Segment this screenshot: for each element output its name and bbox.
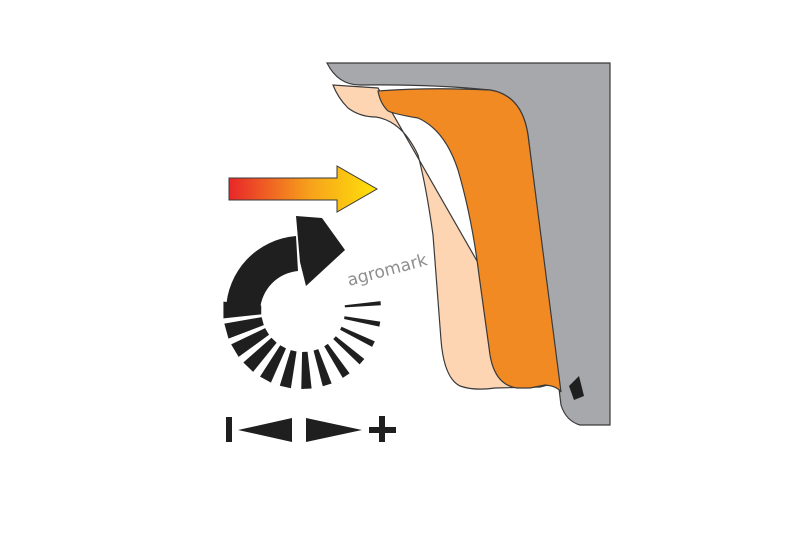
gradient-arrow-icon [228,165,379,213]
speed-segment [259,345,287,383]
left-wedge-icon [238,418,292,442]
speed-segment [224,317,264,339]
speed-segment [301,351,312,389]
minus-plus-scale-icon [226,416,396,442]
wear-layer [377,88,562,393]
speed-segment [279,350,297,389]
speed-segment [344,301,381,308]
speed-segment [333,336,365,365]
speed-segment [340,326,375,347]
right-wedge-icon [306,418,362,442]
speed-segment [313,349,332,387]
rotation-arc [226,236,298,310]
speed-segments [223,301,381,389]
edge-insert [569,376,584,400]
speed-segment [231,328,270,357]
speed-segment [324,343,350,378]
speed-segment [243,337,277,372]
speed-segment [223,301,262,319]
rotation-arrowhead [296,216,345,286]
plus-vertical [379,416,385,442]
watermark-text: agromark [345,250,430,291]
minus-bar [226,417,232,442]
speed-segment [344,316,381,327]
rotation-speed-icon [223,216,381,389]
